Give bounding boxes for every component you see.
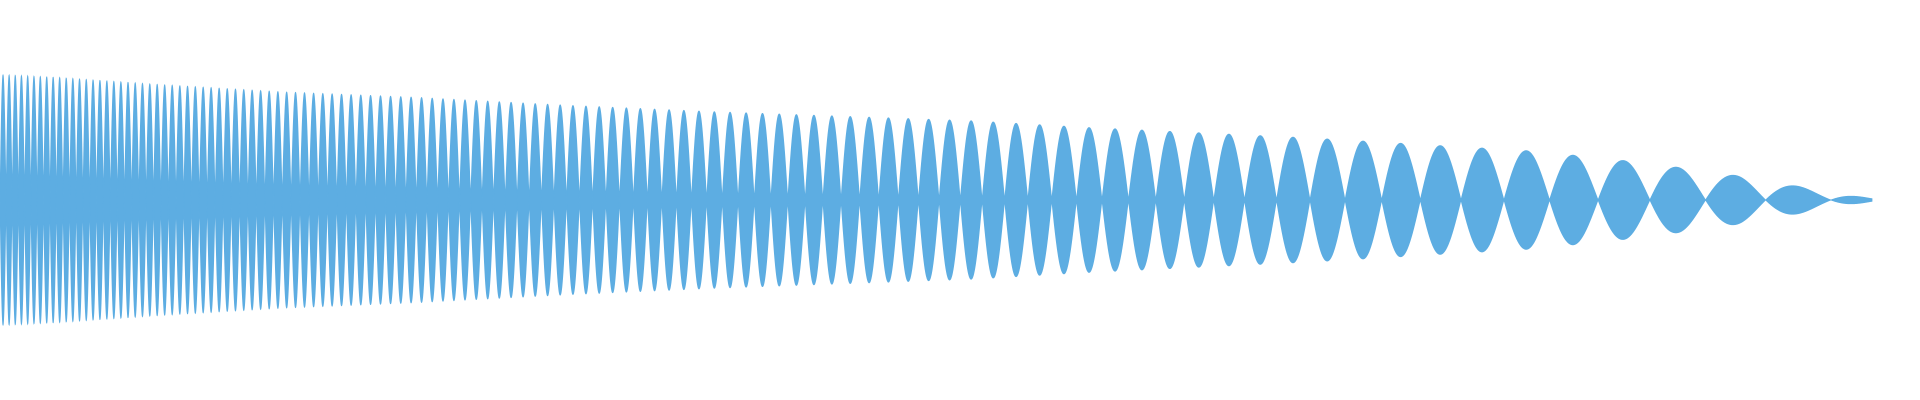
waveform-layer [0,73,1873,327]
